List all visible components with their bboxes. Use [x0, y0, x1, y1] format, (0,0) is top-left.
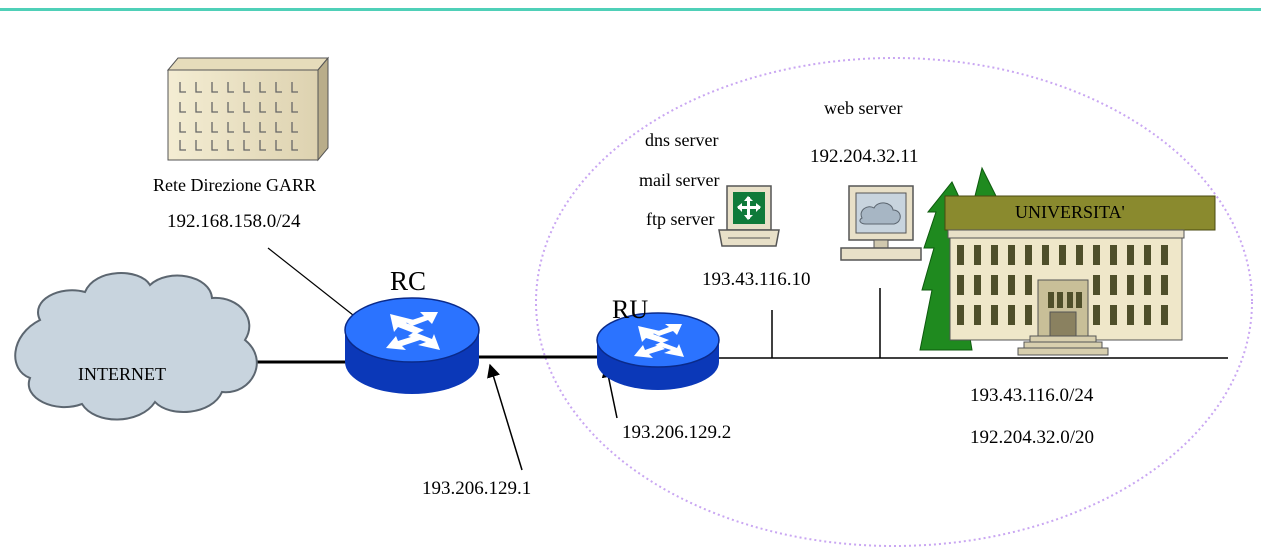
university-network-1: 193.43.116.0/24 — [970, 385, 1094, 406]
internet-label: INTERNET — [78, 364, 166, 384]
router-rc-ip-label: 193.206.129.1 — [422, 478, 532, 499]
router-ru-ip-label: 193.206.129.2 — [622, 422, 732, 443]
web-server-label: web server — [824, 98, 903, 118]
university-label: UNIVERSITA' — [1015, 202, 1125, 222]
university-domain-boundary — [535, 57, 1253, 547]
office-building-icon — [166, 56, 330, 162]
cloud-icon — [14, 272, 258, 421]
garr-network-name: Rete Direzione GARR — [153, 175, 316, 195]
mail-server-label: mail server — [639, 170, 720, 190]
server-ip-label: 193.43.116.10 — [702, 269, 811, 290]
router-ru-label: RU — [612, 295, 649, 324]
top-rule — [0, 8, 1261, 11]
dns-server-label: dns server — [645, 130, 719, 150]
server-computer-icon — [718, 185, 780, 247]
router-rc-label: RC — [390, 266, 427, 296]
university-building-icon — [944, 195, 1216, 356]
arrow-rc-ip — [487, 363, 523, 471]
university-network-2: 192.204.32.0/20 — [970, 427, 1095, 448]
router-icon — [344, 297, 480, 394]
web-server-ip-label: 192.204.32.11 — [810, 146, 919, 167]
ftp-server-label: ftp server — [646, 209, 715, 229]
garr-network-address: 192.168.158.0/24 — [167, 211, 301, 232]
workstation-icon — [840, 185, 922, 261]
network-links — [245, 247, 1228, 471]
router-icon — [596, 312, 720, 390]
